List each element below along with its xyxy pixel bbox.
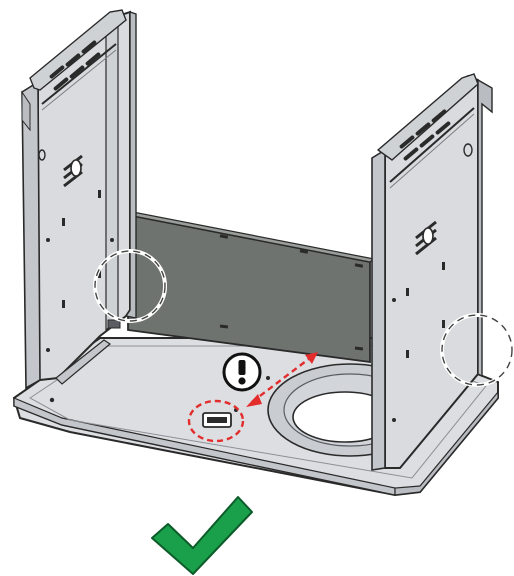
panel-hole [46,348,50,352]
vent-slot [415,122,431,136]
back-panel-slot [354,346,364,351]
panel-slot [406,288,409,296]
bracket-knob [422,227,434,245]
back-panel [126,211,376,364]
back-panel-slot [354,263,364,268]
vent-slot [65,53,81,67]
panel-hole [392,298,396,302]
left-panel-rail-lower [41,49,117,111]
vent-slot [419,134,435,148]
right-panel-rail [389,107,475,183]
left-panel-tab [21,90,31,132]
panel-keyhole [38,149,46,161]
left-panel-vents [49,40,101,91]
left-panel-clip [107,319,121,329]
exclamation-dot [238,377,246,385]
alignment-arrow-line [251,357,311,403]
vent-slot [49,65,65,79]
right-panel-bracket-symbol [415,220,437,256]
right-side-panel [371,73,493,471]
vent-slot [53,77,69,91]
panel-slot [62,300,65,308]
left-panel-foot [55,339,112,385]
slot-highlight-circle [187,399,245,443]
check-mark [151,496,253,575]
base-slot-inner [207,417,227,423]
back-panel-slot [219,324,229,329]
base-screw-hole [266,376,270,380]
left-panel-flange [117,11,137,319]
left-panel-bracket-symbol [63,154,83,188]
left-attach-point-circle [94,250,166,322]
panel-slot [406,350,409,358]
base-screw-hole [49,397,55,403]
panel-slot [98,190,101,198]
panel-hole [392,418,396,422]
right-panel-rail-lower [389,113,475,189]
exclamation-bar [238,360,246,375]
left-panel-flange-front [105,14,119,332]
panel-keyhole [463,143,473,157]
left-panel-rail [41,43,117,105]
alignment-arrow-head-start [246,394,262,407]
left-panel-left-edge [21,80,41,390]
right-panel-top-bracket [376,73,479,161]
vent-slot [399,135,415,149]
back-panel-slot [299,249,309,254]
panel-hole [110,238,114,242]
vent-slot [81,40,97,54]
left-panel-top-bracket [29,9,127,91]
green-check-icon [151,496,253,575]
panel-slot [62,218,65,226]
exclamation-circle-icon [222,352,262,392]
right-panel-left-flange [371,148,386,471]
base-tray-right-lip [394,390,499,496]
right-panel-right-flange [477,78,493,378]
panel-slot [98,270,101,278]
panel-slot [442,262,445,270]
right-attach-point-circle [441,314,513,386]
bracket-knob [70,159,82,177]
vent-slot [85,52,101,66]
panel-slot [442,320,445,328]
vent-slot [403,147,419,161]
alignment-arrow-head-end [305,352,318,364]
left-side-panel [21,9,137,390]
vent-slot [435,121,451,135]
vent-slot [69,65,85,79]
back-panel-slot [219,234,229,239]
vent-slot [431,109,447,123]
right-panel-vents [399,109,451,161]
panel-hole [46,238,50,242]
base-slot [202,412,232,428]
